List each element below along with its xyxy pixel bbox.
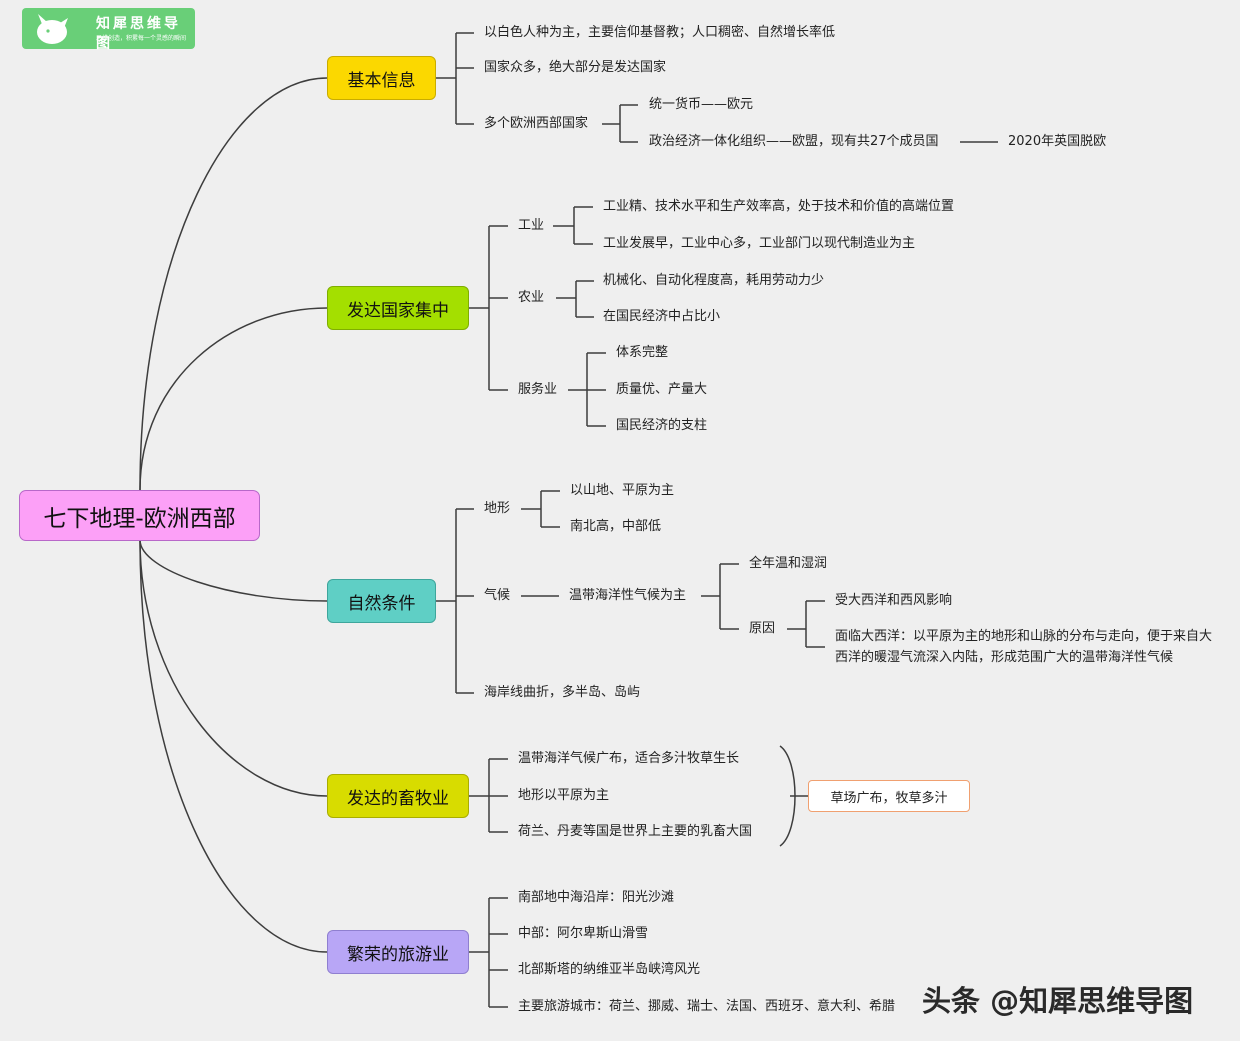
- service-item-1: 体系完整: [616, 345, 669, 360]
- service-item-2: 质量优、产量大: [616, 382, 708, 397]
- node-developed-countries[interactable]: 发达国家集中: [327, 286, 469, 330]
- industry-item-1: 工业精、技术水平和生产效率高，处于技术和价值的高端位置: [603, 199, 955, 214]
- tourism-item-4: 主要旅游城市：荷兰、挪威、瑞士、法国、西班牙、意大利、希腊: [518, 999, 896, 1014]
- tourism-item-3: 北部斯塔的纳维亚半岛峡湾风光: [518, 962, 701, 977]
- livestock-summary-note[interactable]: 草场广布，牧草多汁: [808, 780, 970, 812]
- terrain-item-1: 以山地、平原为主: [570, 483, 675, 498]
- node-basic-info[interactable]: 基本信息: [327, 56, 436, 100]
- terrain-label: 地形: [484, 501, 511, 516]
- node-natural-conditions[interactable]: 自然条件: [327, 579, 436, 623]
- livestock-item-3: 荷兰、丹麦等国是世界上主要的乳畜大国: [518, 824, 753, 839]
- industry-item-2: 工业发展早，工业中心多，工业部门以现代制造业为主: [603, 236, 916, 251]
- climate-reason-label: 原因: [749, 621, 776, 636]
- link-root-nature: [139, 539, 328, 602]
- link-root-tourism: [139, 539, 328, 953]
- climate-reason-2: 面临大西洋：以平原为主的地形和山脉的分布与走向，便于来自大西洋的暖湿气流深入内陆…: [835, 629, 1213, 665]
- climate-main: 温带海洋性气候为主: [569, 588, 687, 603]
- basic-subsub-brexit: 2020年英国脱欧: [1008, 134, 1107, 149]
- service-item-3: 国民经济的支柱: [616, 418, 708, 433]
- node-livestock[interactable]: 发达的畜牧业: [327, 774, 469, 818]
- livestock-item-2: 地形以平原为主: [518, 788, 610, 803]
- watermark-text: 头条 @知犀思维导图: [922, 984, 1194, 1018]
- agriculture-label: 农业: [518, 290, 545, 305]
- climate-label: 气候: [484, 588, 511, 603]
- brand-name: 知犀思维导图: [96, 16, 181, 52]
- basic-item-countries: 国家众多，绝大部分是发达国家: [484, 60, 667, 75]
- coast-item: 海岸线曲折，多半岛、岛屿: [484, 685, 641, 700]
- service-label: 服务业: [518, 382, 558, 397]
- link-root-developed: [139, 307, 328, 491]
- climate-feature: 全年温和湿润: [749, 556, 828, 571]
- root-label: 七下地理-欧洲西部: [43, 505, 236, 532]
- link-root-livestock: [139, 539, 328, 797]
- livestock-item-1: 温带海洋气候广布，适合多汁牧草生长: [518, 751, 740, 766]
- node-nature-label: 自然条件: [347, 593, 416, 614]
- tourism-item-1: 南部地中海沿岸：阳光沙滩: [518, 890, 675, 905]
- root-node[interactable]: 七下地理-欧洲西部: [19, 490, 260, 541]
- livestock-summary-label: 草场广布，牧草多汁: [830, 790, 948, 806]
- node-developed-label: 发达国家集中: [347, 300, 449, 321]
- basic-item-western-countries: 多个欧洲西部国家: [484, 116, 589, 131]
- agriculture-item-2: 在国民经济中占比小: [603, 309, 721, 324]
- basic-item-population: 以白色人种为主，主要信仰基督教；人口稠密、自然增长率低: [484, 25, 836, 40]
- basic-sub-eu: 政治经济一体化组织——欧盟，现有共27个成员国: [649, 134, 939, 149]
- link-root-basic: [139, 77, 328, 491]
- node-livestock-label: 发达的畜牧业: [347, 788, 449, 809]
- node-tourism[interactable]: 繁荣的旅游业: [327, 930, 469, 974]
- basic-sub-currency: 统一货币——欧元: [649, 97, 754, 112]
- brand-slogan: 思维创造，积累每一个灵感的瞬间: [96, 35, 187, 42]
- brand-logo: 知犀思维导图 思维创造，积累每一个灵感的瞬间: [22, 8, 195, 52]
- node-basic-info-label: 基本信息: [347, 70, 416, 91]
- agriculture-item-1: 机械化、自动化程度高，耗用劳动力少: [603, 273, 825, 288]
- tourism-item-2: 中部：阿尔卑斯山滑雪: [518, 926, 649, 941]
- climate-reason-1: 受大西洋和西风影响: [835, 593, 953, 608]
- terrain-item-2: 南北高，中部低: [570, 519, 662, 534]
- industry-label: 工业: [518, 218, 545, 233]
- rhino-icon: [37, 14, 68, 44]
- node-tourism-label: 繁荣的旅游业: [347, 944, 449, 965]
